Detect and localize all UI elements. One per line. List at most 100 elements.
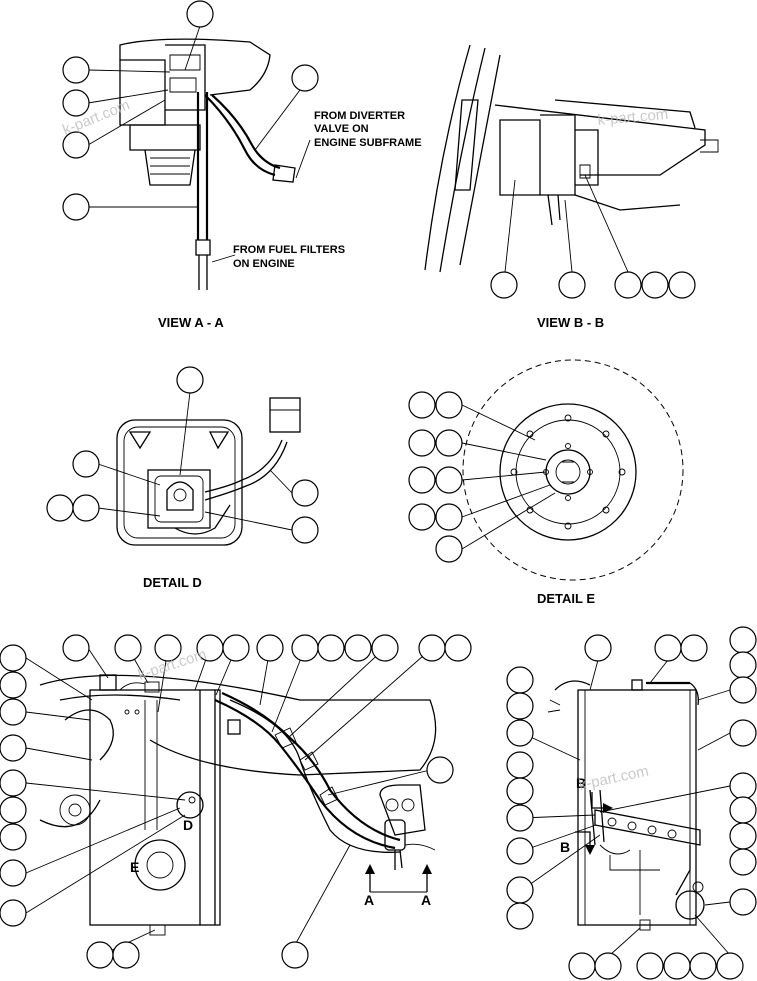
callout-bubble (584, 634, 612, 662)
callout-bubble (408, 466, 436, 494)
callout-bubble (729, 676, 757, 704)
callout-bubble (506, 751, 534, 779)
view-aa-title: VIEW A - A (158, 315, 224, 330)
main-tank-callouts (0, 634, 472, 969)
marker-a-right: A (421, 892, 431, 908)
view-bb-drawing (424, 44, 719, 273)
callout-bubble (506, 692, 534, 720)
callout-bubble (112, 941, 140, 969)
callout-bubble (291, 479, 319, 507)
callout-bubble (444, 634, 472, 662)
callout-bubble (62, 89, 90, 117)
callout-bubble (72, 494, 100, 522)
callout-bubble (0, 859, 27, 887)
callout-bubble (408, 391, 436, 419)
callout-bubble (281, 941, 309, 969)
main-tank-drawing (39, 674, 437, 936)
callout-bubble (729, 888, 757, 916)
diverter-note-line3: ENGINE SUBFRAME (314, 137, 422, 149)
marker-b-bottom: B (560, 839, 570, 855)
fuel-filters-note-line1: FROM FUEL FILTERS (233, 244, 345, 256)
callout-bubble (729, 719, 757, 747)
callout-bubble (689, 952, 717, 980)
callout-bubble (435, 429, 463, 457)
marker-a-left: A (364, 892, 374, 908)
section-arrows-a (365, 864, 432, 893)
diverter-note-line2: VALVE ON (314, 123, 369, 135)
callout-bubble (506, 837, 534, 865)
callout-bubble (62, 131, 90, 159)
callout-bubble (46, 494, 74, 522)
callout-bubble (716, 952, 744, 980)
callout-bubble (62, 634, 90, 662)
callout-bubble (408, 429, 436, 457)
view-aa-callouts (62, 0, 319, 263)
callout-bubble (729, 796, 757, 824)
callout-bubble (729, 626, 757, 654)
callout-bubble (86, 941, 114, 969)
detail-e-title: DETAIL E (537, 591, 595, 606)
marker-e: E (130, 859, 139, 875)
callout-bubble (426, 756, 454, 784)
detail-d-title: DETAIL D (143, 575, 202, 590)
callout-bubble (506, 719, 534, 747)
detail-e-callouts (408, 391, 556, 563)
callout-bubble (418, 634, 446, 662)
callout-bubble (668, 271, 696, 299)
callout-bubble (0, 671, 27, 699)
callout-bubble (72, 450, 100, 478)
callout-bubble (729, 651, 757, 679)
diverter-note-line1: FROM DIVERTER (314, 110, 405, 122)
view-bb-callouts (490, 174, 696, 299)
watermark: k-part.com (597, 106, 669, 129)
callout-bubble (0, 769, 27, 797)
callout-bubble (654, 634, 682, 662)
view-aa-drawing (119, 38, 296, 290)
side-tank-callouts (506, 626, 757, 980)
callout-bubble (435, 466, 463, 494)
callout-bubble (506, 876, 534, 904)
callout-bubble (490, 271, 518, 299)
callout-bubble (186, 0, 214, 28)
callout-bubble (568, 952, 596, 980)
watermark: k-part.com (577, 763, 650, 794)
callout-bubble (291, 64, 319, 92)
detail-d-callouts (46, 366, 319, 544)
callout-bubble (729, 772, 757, 800)
callout-bubble (729, 848, 757, 876)
callout-bubble (114, 634, 142, 662)
callout-bubble (0, 698, 27, 726)
callout-bubble (641, 271, 669, 299)
callout-bubble (636, 952, 664, 980)
callout-bubble (506, 804, 534, 832)
callout-bubble (408, 503, 436, 531)
callout-bubble (256, 634, 284, 662)
callout-bubble (0, 644, 27, 672)
view-bb-title: VIEW B - B (537, 315, 604, 330)
callout-bubble (0, 823, 27, 851)
callout-bubble (0, 899, 27, 927)
callout-bubble (663, 952, 691, 980)
marker-d: D (183, 817, 193, 833)
callout-bubble (154, 634, 182, 662)
callout-bubble (594, 952, 622, 980)
bolt-holes (510, 414, 626, 530)
callout-bubble (435, 503, 463, 531)
callout-bubble (506, 666, 534, 694)
callout-bubble (291, 634, 319, 662)
callout-bubble (0, 734, 27, 762)
callout-bubble (317, 634, 345, 662)
callout-bubble (62, 193, 90, 221)
callout-bubble (729, 822, 757, 850)
callout-bubble (62, 56, 90, 84)
callout-bubble (680, 634, 708, 662)
callout-bubble (435, 391, 463, 419)
fuel-filters-note-line2: ON ENGINE (233, 258, 295, 270)
callout-bubble (291, 516, 319, 544)
callout-bubble (506, 902, 534, 930)
callout-bubble (0, 796, 27, 824)
callout-bubble (222, 634, 250, 662)
callout-bubble (435, 535, 463, 563)
side-tank-drawing (547, 679, 705, 931)
